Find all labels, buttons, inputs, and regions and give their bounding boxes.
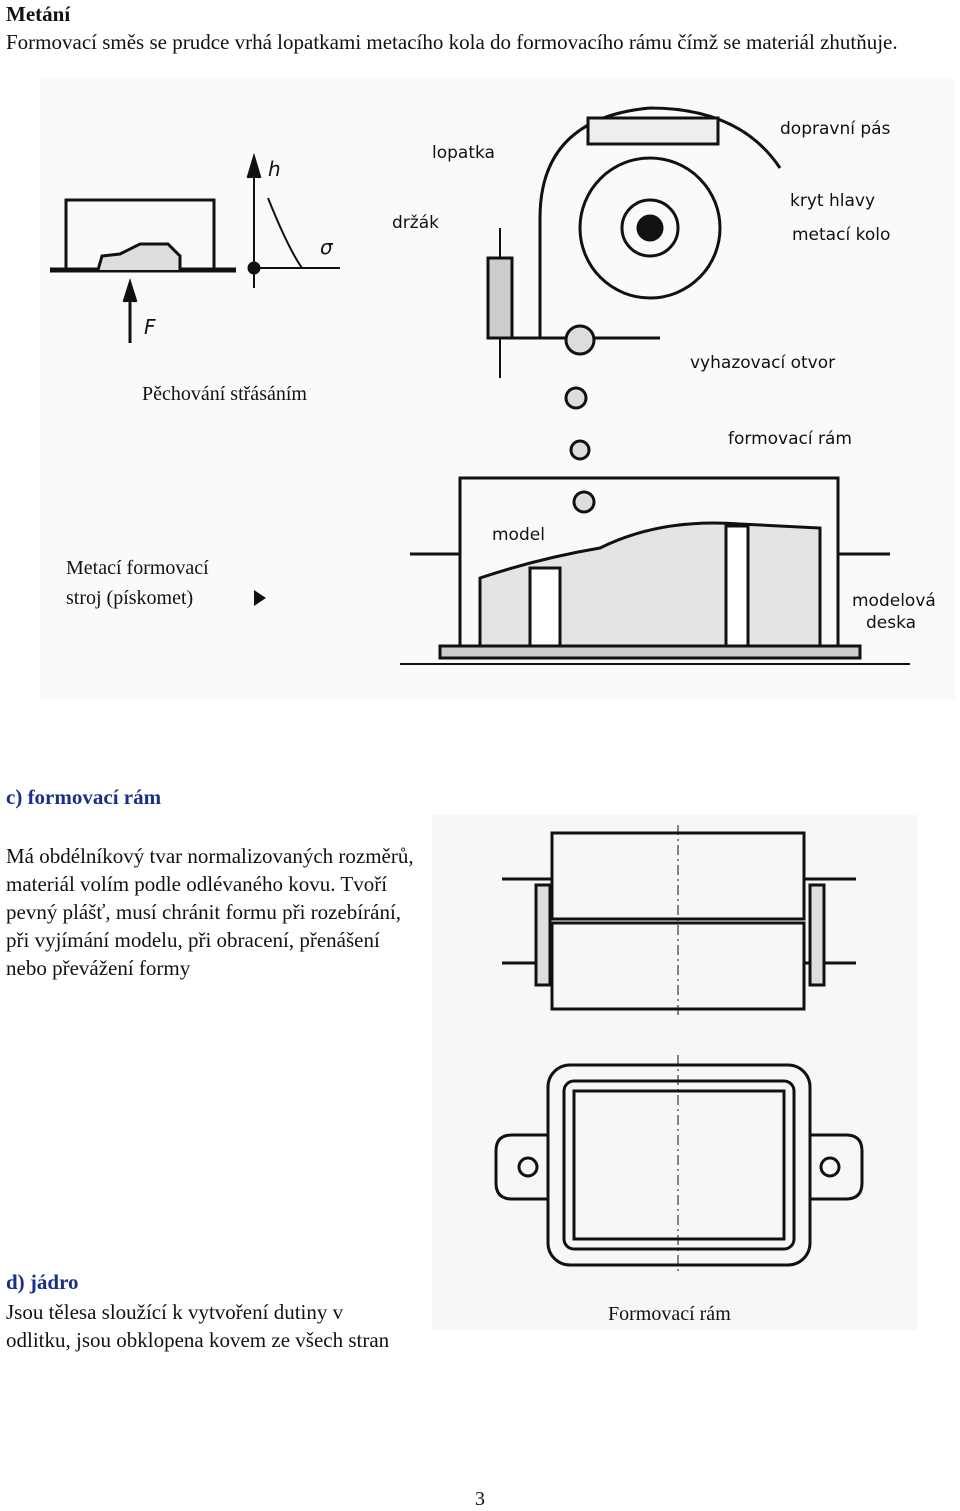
- label-metaci-kolo: metací kolo: [792, 225, 890, 245]
- section-c-heading: c) formovací rám: [6, 785, 162, 809]
- section-d-heading: d) jádro: [6, 1270, 79, 1294]
- label-model: model: [492, 525, 545, 545]
- label-kryt-hlavy: kryt hlavy: [790, 191, 875, 211]
- label-modelova-2: deska: [866, 613, 916, 633]
- shake-sigma-label: σ: [320, 235, 334, 259]
- label-modelova-1: modelová: [852, 591, 936, 611]
- shake-h-label: h: [268, 157, 281, 181]
- shake-f-label: F: [144, 315, 156, 339]
- intro-paragraph: Formovací směs se prudce vrhá lopatkami …: [6, 30, 898, 54]
- flask-plan-outer: [546, 1063, 812, 1267]
- page-heading: Metání: [6, 2, 71, 26]
- flask-figure-caption: Formovací rám: [608, 1303, 731, 1325]
- label-dopravni-pas: dopravní pás: [780, 119, 891, 139]
- section-c-text: Má obdélníkový tvar normalizovaných rozm…: [6, 844, 414, 980]
- slinger-housing: [538, 106, 782, 338]
- label-lopatka: lopatka: [432, 143, 495, 163]
- machine-caption-1: Metací formovací: [66, 557, 209, 579]
- section-d-text: Jsou tělesa sloužící k vytvoření dutiny …: [6, 1300, 390, 1352]
- sand-slinger-figure: h σ F Pěchování střásáním Metací formova…: [40, 78, 955, 700]
- label-drzak: držák: [392, 213, 439, 233]
- shake-caption: Pěchování střásáním: [142, 383, 307, 405]
- arrow-right-icon: [254, 590, 266, 606]
- label-vyhazovaci-otvor: vyhazovací otvor: [690, 353, 835, 373]
- page-number: 3: [475, 1488, 485, 1510]
- machine-caption-2: stroj (pískomet): [66, 587, 193, 609]
- moulding-flask-figure: Formovací rám: [432, 815, 917, 1330]
- label-formovaci-ram: formovací rám: [728, 429, 852, 449]
